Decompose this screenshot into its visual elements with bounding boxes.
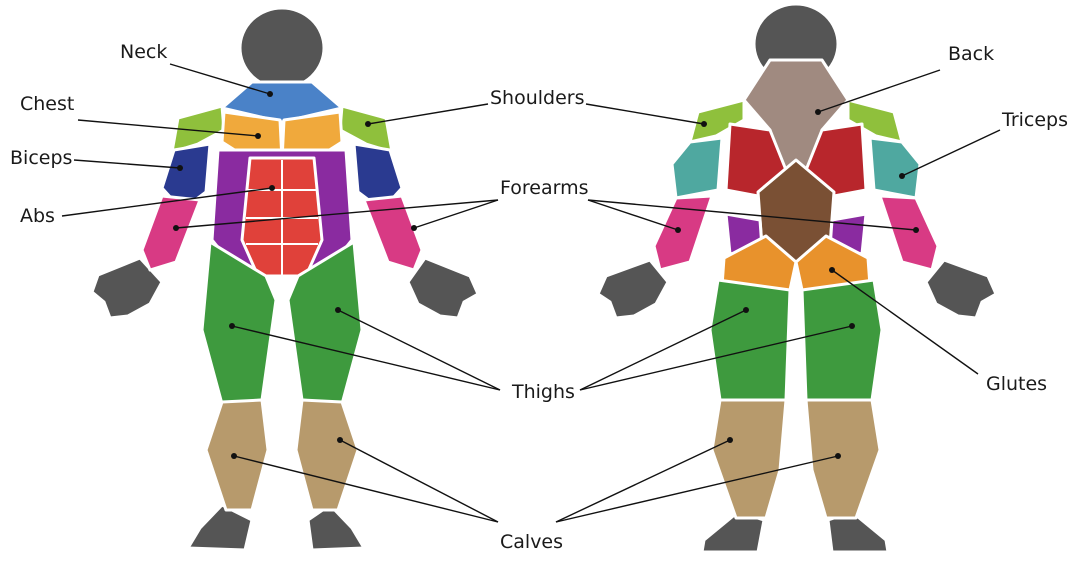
leader-back-dot [815, 109, 821, 115]
front-calf-right [296, 400, 358, 510]
back-thigh-right [802, 280, 882, 410]
label-neck: Neck [120, 41, 167, 63]
leader-thighs-a-dot [229, 323, 235, 329]
front-head [240, 8, 324, 88]
front-foot-right [308, 505, 364, 550]
leader-shoulders-front-dot [365, 121, 371, 127]
front-calf-left [206, 400, 268, 510]
leader-thighs-b [338, 310, 500, 390]
label-back: Back [948, 43, 994, 65]
leader-calves-d [556, 456, 838, 522]
leader-glutes-dot [829, 267, 835, 273]
back-forearm-right [880, 196, 938, 270]
front-foot-left [188, 505, 252, 550]
leader-calves-b-dot [337, 437, 343, 443]
back-hand-left [598, 260, 668, 318]
leader-calves-c-dot [727, 437, 733, 443]
leader-triceps-dot [899, 173, 905, 179]
leader-calves-a [234, 456, 498, 522]
back-hand-right [926, 260, 996, 318]
back-triceps-right [870, 138, 920, 198]
label-thighs: Thighs [511, 381, 575, 403]
leader-thighs-a [232, 326, 500, 390]
label-shoulders: Shoulders [490, 87, 585, 109]
back-calf-right [806, 400, 880, 518]
label-calves: Calves [500, 531, 563, 553]
leader-biceps-dot [177, 165, 183, 171]
front-forearm-left [142, 196, 200, 270]
back-calf-left [712, 400, 786, 518]
leader-forearms-a-dot [173, 225, 179, 231]
leader-thighs-d-dot [849, 323, 855, 329]
leader-calves-a-dot [231, 453, 237, 459]
leader-biceps [74, 160, 180, 168]
leader-calves-d-dot [835, 453, 841, 459]
leader-chest-dot [255, 133, 261, 139]
front-hand-right [408, 258, 478, 318]
label-biceps: Biceps [10, 147, 72, 169]
label-chest: Chest [20, 93, 74, 115]
leader-forearms-b-dot [411, 225, 417, 231]
back-thigh-left [710, 280, 790, 410]
leader-forearms-c-dot [675, 227, 681, 233]
leader-shoulders-back [586, 104, 704, 124]
leader-triceps [902, 130, 1000, 176]
leader-forearms-d-dot [913, 227, 919, 233]
label-abs: Abs [20, 205, 55, 227]
leader-shoulders-front [368, 104, 488, 124]
leader-calves-b [340, 440, 498, 522]
label-triceps: Triceps [1001, 109, 1068, 131]
labels: Neck Chest Biceps Abs Shoulders Forearms… [10, 41, 1068, 553]
leader-thighs-b-dot [335, 307, 341, 313]
leader-abs-dot [269, 185, 275, 191]
label-forearms: Forearms [500, 177, 589, 199]
back-figure [598, 4, 996, 552]
back-triceps-left [672, 138, 722, 198]
leader-shoulders-back-dot [701, 121, 707, 127]
leader-calves-c [556, 440, 730, 522]
label-glutes: Glutes [986, 373, 1047, 395]
leader-thighs-c-dot [743, 307, 749, 313]
leader-neck-dot [267, 91, 273, 97]
